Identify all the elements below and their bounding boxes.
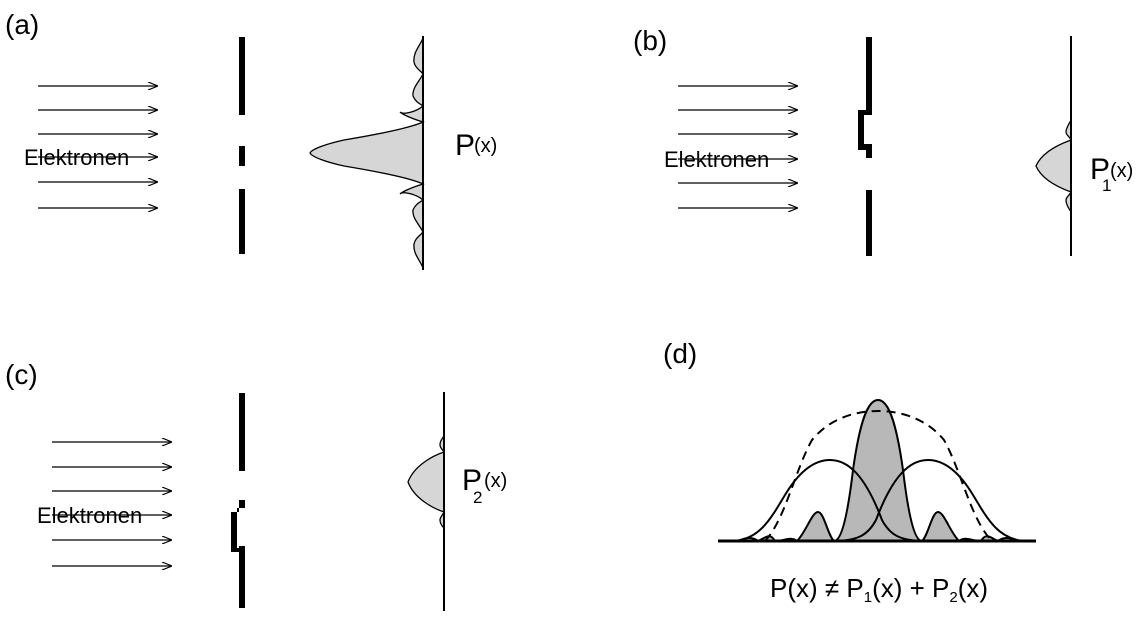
- prob-label-p: P: [462, 464, 482, 497]
- panel-b: (b) Elektronen P 1 (x): [633, 25, 1133, 256]
- panel-a: (a) Elektronen P (x): [5, 9, 497, 270]
- panel-a-label: (a): [5, 9, 39, 40]
- barrier-segment: [239, 189, 245, 254]
- interference-pattern-filled: [737, 398, 1019, 543]
- panel-c-screen: [407, 392, 445, 611]
- prob-label-p: P: [455, 129, 475, 162]
- interference-pattern: [309, 37, 425, 269]
- panel-b-screen: [1035, 36, 1072, 256]
- panel-b-barrier: [858, 37, 872, 256]
- barrier-closed-slit: [858, 105, 872, 158]
- barrier-segment: [866, 190, 872, 256]
- panel-d-equation: P(x) ≠ P1(x) + P2(x): [770, 573, 988, 606]
- panel-c-beam-label: Elektronen: [37, 503, 142, 528]
- panel-a-beam-label: Elektronen: [24, 145, 129, 170]
- panel-a-arrows: [38, 86, 157, 208]
- panel-c-prob-label: P 2 (x): [462, 464, 507, 507]
- barrier-segment: [239, 546, 245, 608]
- prob-label-sub: 2: [473, 488, 482, 507]
- barrier-closed-slit: [231, 500, 245, 556]
- panel-b-arrows: [678, 86, 797, 208]
- panel-d-label: (d): [663, 338, 697, 369]
- envelope-dashed-curve: [764, 409, 993, 542]
- panel-c-barrier: [231, 393, 245, 608]
- panel-a-screen: [309, 36, 425, 270]
- panel-c-label: (c): [5, 359, 38, 390]
- barrier-segment: [866, 37, 872, 105]
- single-slit-pattern-2: [407, 434, 445, 530]
- panel-c-arrows: [52, 442, 171, 566]
- panel-a-prob-label: P (x): [455, 129, 497, 162]
- panel-b-label: (b): [633, 25, 667, 56]
- single-slit-curve-2: [837, 458, 1024, 542]
- panel-d-curves: [718, 398, 1036, 543]
- equation: P(x) ≠ P1(x) + P2(x): [770, 573, 988, 606]
- barrier-segment: [239, 146, 245, 166]
- panel-d: (d) P(x) ≠ P1(x) + P2(x): [663, 338, 1036, 606]
- prob-label-arg: (x): [1110, 160, 1133, 182]
- prob-label-arg: (x): [474, 135, 497, 157]
- prob-label-sub: 1: [1102, 176, 1111, 195]
- panel-b-beam-label: Elektronen: [664, 147, 769, 172]
- prob-label-arg: (x): [484, 470, 507, 492]
- panel-b-prob-label: P 1 (x): [1090, 153, 1133, 195]
- prob-label-p: P: [1090, 153, 1110, 186]
- panel-c: (c) Elektronen P 2 (x): [5, 359, 507, 611]
- barrier-segment: [239, 393, 245, 471]
- single-slit-curve-1: [734, 458, 921, 542]
- panel-a-barrier: [239, 37, 245, 254]
- single-slit-pattern-1: [1035, 119, 1072, 215]
- barrier-segment: [239, 37, 245, 115]
